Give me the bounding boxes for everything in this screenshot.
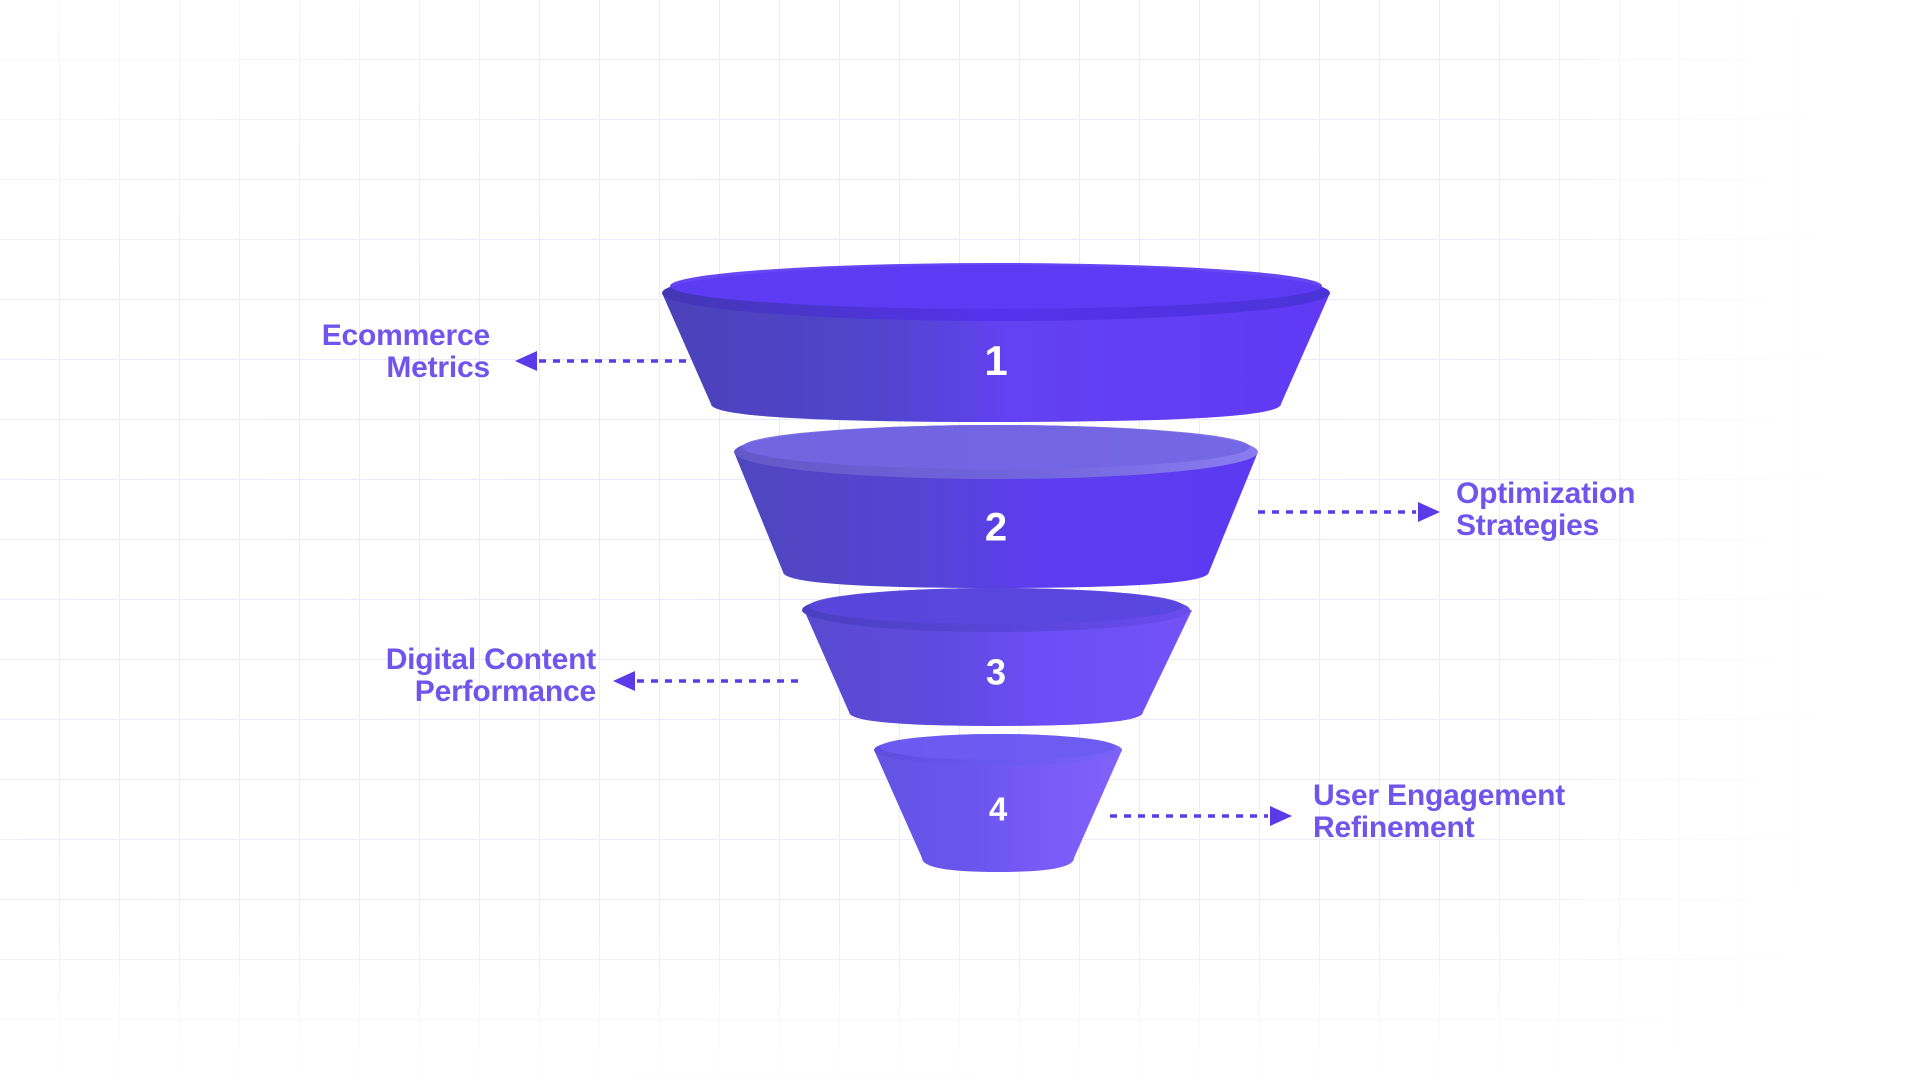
connector-arrow-stage-2	[1258, 502, 1440, 522]
connector-arrow-stage-4	[1110, 806, 1292, 826]
stage-label-optimization-strategies[interactable]: Optimization Strategies	[1456, 477, 1636, 542]
stage-label-ecommerce-metrics[interactable]: Ecommerce Metrics	[321, 319, 491, 384]
connector-arrow-stage-3	[613, 671, 800, 691]
connector-arrowhead-2	[1418, 502, 1440, 522]
funnel-segment-4-body	[874, 750, 1122, 872]
funnel-segment-4-number: 4	[989, 791, 1008, 828]
funnel-segment-4-inner	[880, 734, 1116, 760]
connector-arrowhead-1	[515, 351, 537, 371]
funnel-segment-2[interactable]: 2	[734, 425, 1258, 588]
funnel-segment-2-number: 2	[985, 506, 1007, 550]
funnel-segment-1-number: 1	[984, 337, 1007, 384]
funnel-segment-3-body	[804, 610, 1192, 726]
funnel-segment-1-body	[662, 293, 1330, 422]
funnel-segment-1[interactable]: 1	[662, 263, 1330, 422]
funnel-segment-1-inner	[670, 263, 1322, 309]
funnel-segment-3-number: 3	[986, 652, 1006, 693]
connector-arrowhead-4	[1270, 806, 1292, 826]
funnel-segment-2-body	[734, 452, 1258, 588]
funnel-segment-2-inner	[742, 425, 1250, 469]
stage-label-digital-content-performance[interactable]: Digital Content Performance	[385, 643, 597, 708]
connector-arrow-stage-1	[515, 351, 695, 371]
funnel-segment-3[interactable]: 3	[802, 588, 1192, 726]
funnel-segment-4[interactable]: 4	[874, 734, 1122, 872]
funnel-segment-3-inner	[809, 588, 1183, 624]
stage-label-user-engagement-refinement[interactable]: User Engagement Refinement	[1313, 779, 1566, 844]
connector-arrowhead-3	[613, 671, 635, 691]
